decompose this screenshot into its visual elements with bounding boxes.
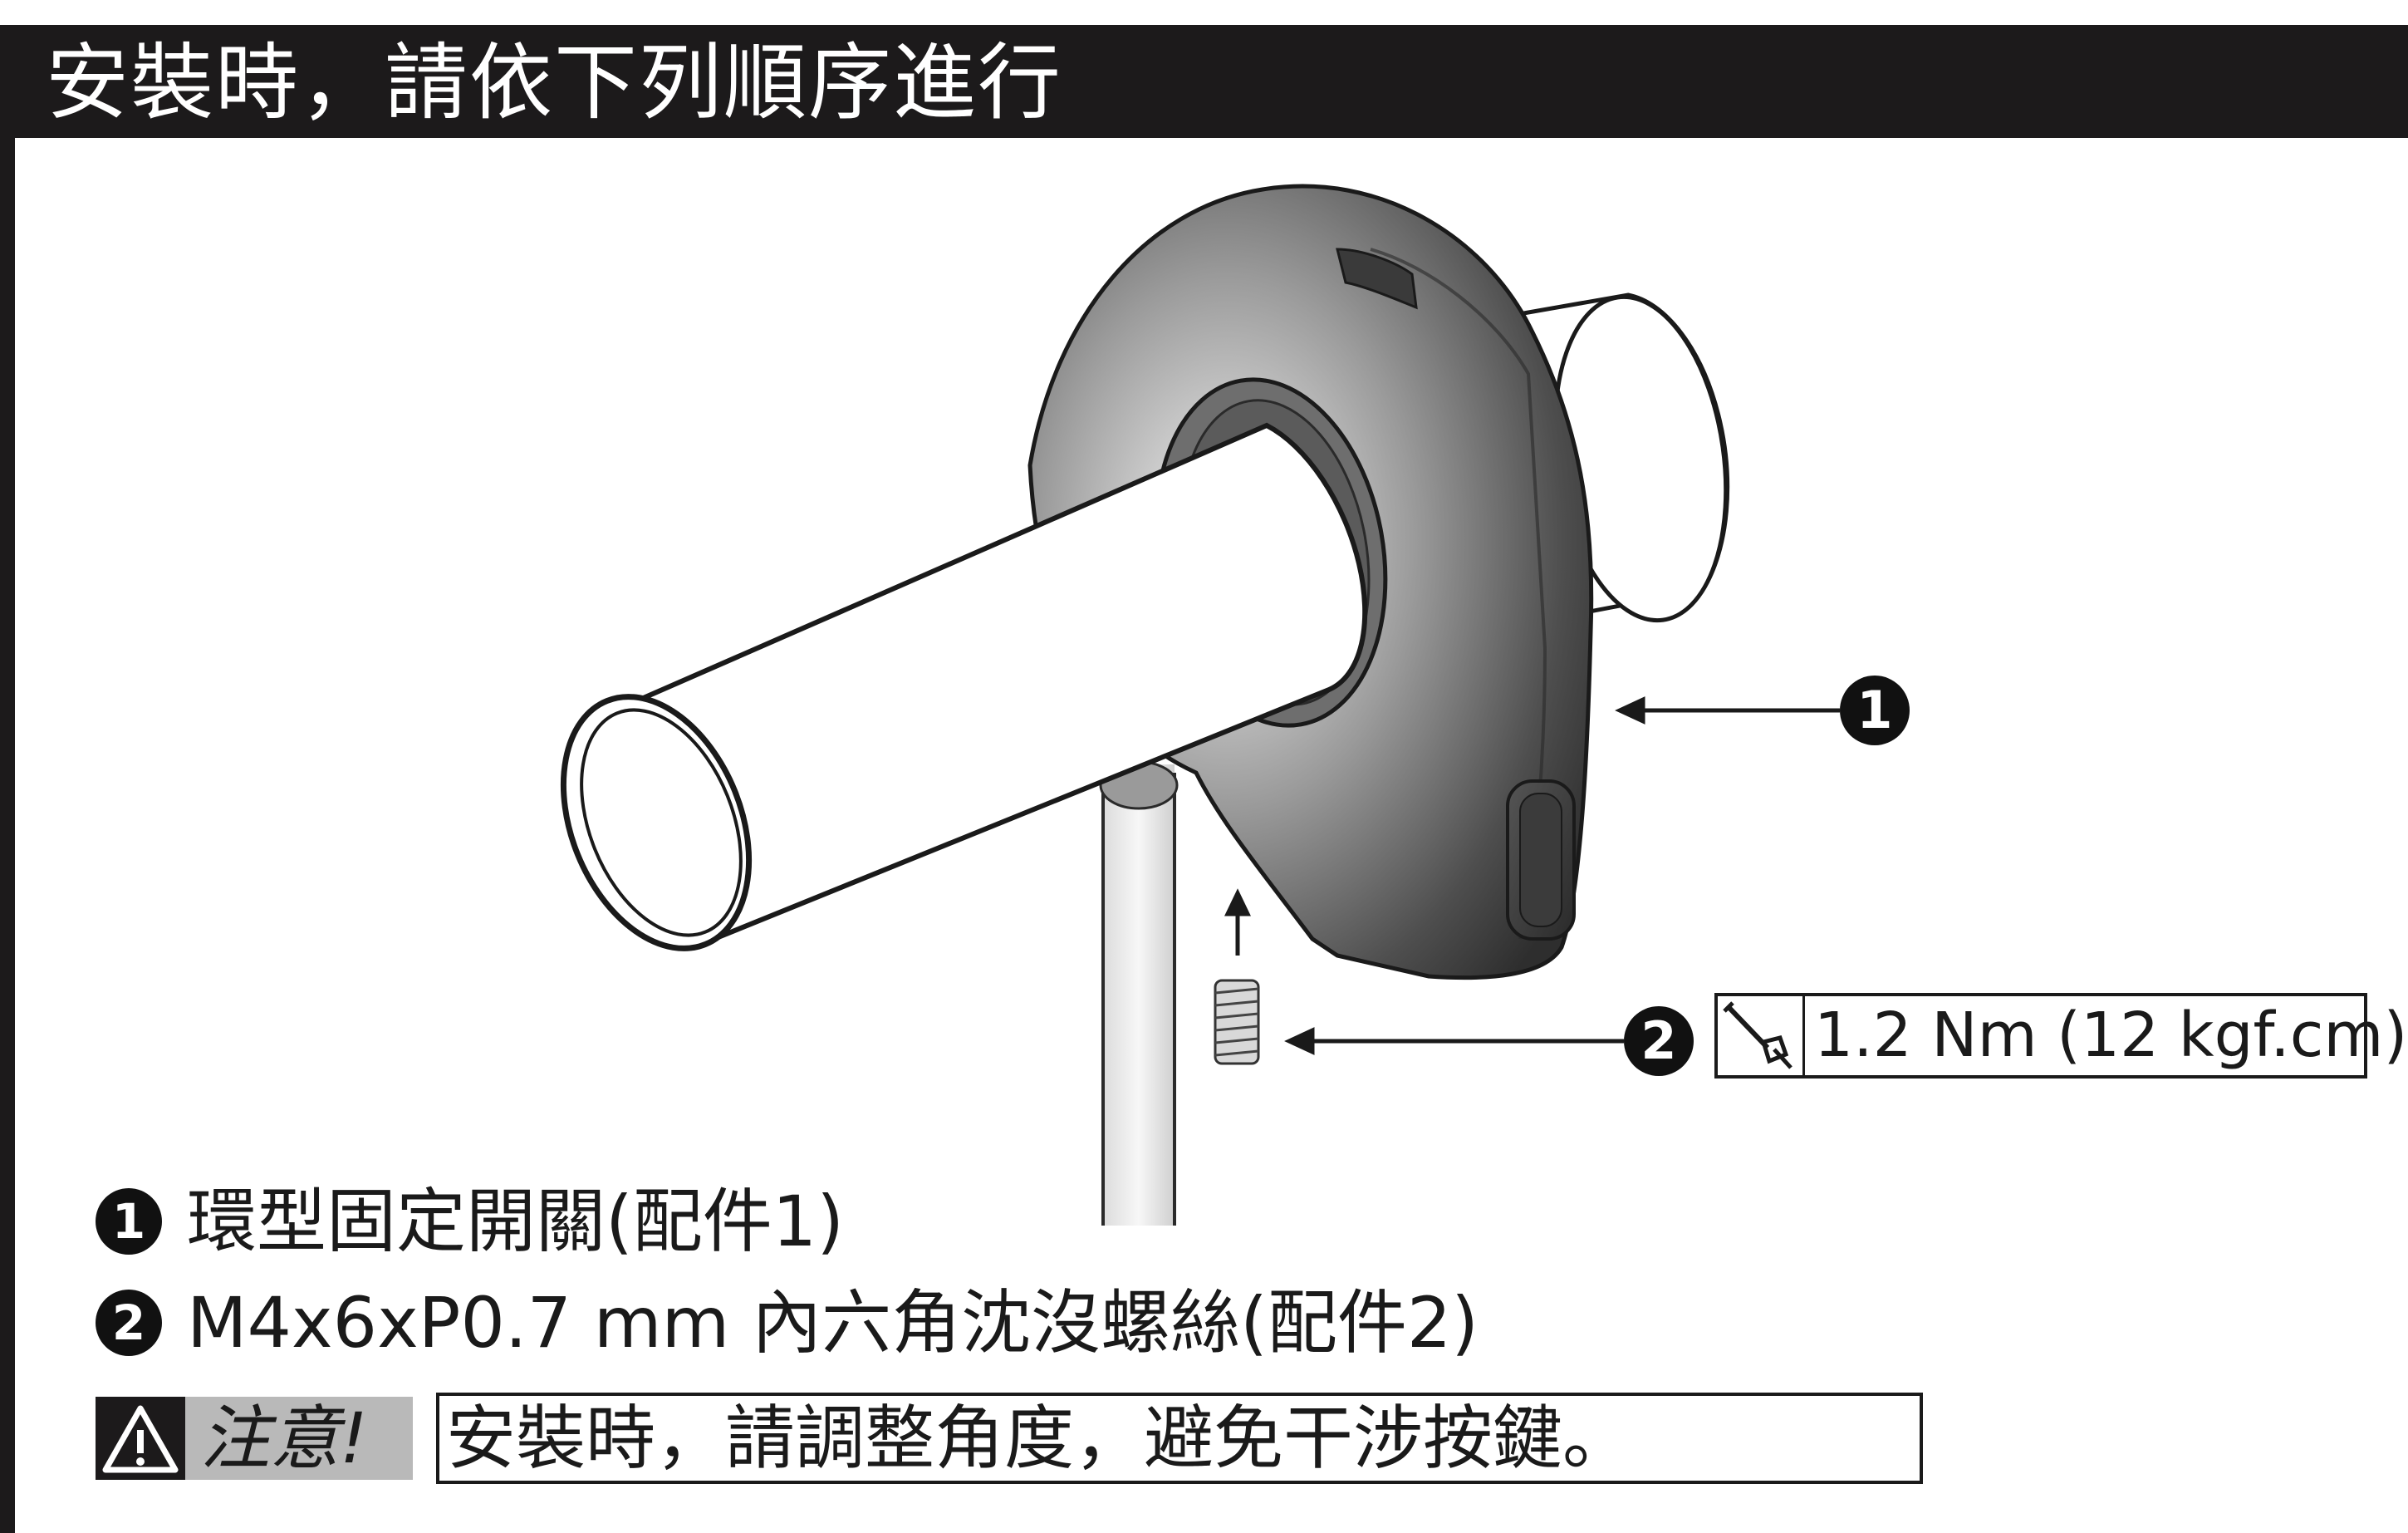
set-screw: [1214, 979, 1260, 1065]
handlebar-tube: [560, 422, 1368, 951]
torque-value: 1.2 Nm (12 kgf.cm): [1814, 1000, 2408, 1071]
legend-text-2: M4x6xP0.7 mm 內六角沈沒螺絲(配件2): [187, 1282, 1479, 1363]
torque-wrench-icon: [1718, 996, 1805, 1075]
header-bar: 安裝時，請依下列順序進行: [0, 25, 2408, 138]
torque-spec-box: 1.2 Nm (12 kgf.cm): [1714, 993, 2407, 1079]
arrows: [1224, 696, 1840, 1055]
caution-text: 安裝時，請調整角度，避免干涉按鍵。: [446, 1398, 1633, 1479]
caution-tag: 注意!: [96, 1397, 413, 1480]
callout-number-2: 2: [1624, 1006, 1694, 1076]
caution-message-box: 安裝時，請調整角度，避免干涉按鍵。: [436, 1393, 1923, 1484]
callout-number-1: 1: [1840, 676, 1910, 745]
legend-number-2: 2: [96, 1290, 162, 1356]
caution-label: 注意!: [200, 1398, 368, 1479]
warning-triangle-icon: [96, 1397, 185, 1480]
page-title: 安裝時，請依下列順序進行: [46, 34, 1062, 131]
left-border: [0, 138, 15, 1533]
legend-number-1: 1: [96, 1188, 162, 1255]
legend-text-1: 環型固定開關(配件1): [187, 1181, 844, 1262]
mounting-post: [1099, 760, 1179, 1226]
